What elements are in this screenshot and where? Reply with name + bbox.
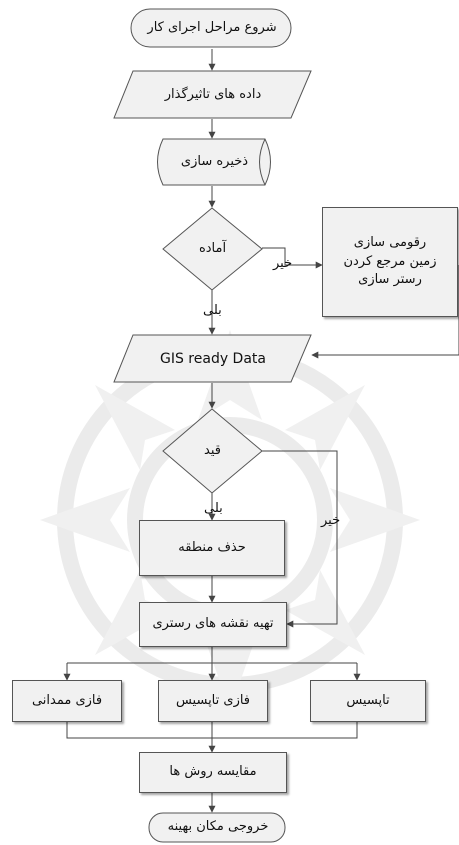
constraint-diamond-shape	[162, 408, 263, 494]
output-terminator-shape	[148, 812, 286, 843]
input-data-shape	[113, 70, 312, 119]
input-data-label: داده های تاثیرگذار	[164, 86, 262, 102]
input-data-node: داده های تاثیرگذار	[113, 70, 313, 120]
raster-maps-node: تهیه نقشه های رستری	[139, 602, 287, 647]
gis-ready-label: GIS ready Data	[159, 350, 266, 367]
raster-maps-label: تهیه نقشه های رستری	[152, 616, 274, 632]
remove-area-label: حذف منطقه	[178, 539, 246, 555]
start-node: شروع مراحل اجرای کار	[130, 8, 294, 49]
method-topsis-node: تاپسیس	[310, 680, 426, 722]
ready-diamond-shape	[162, 207, 263, 291]
method-topsis-label: تاپسیس	[346, 692, 390, 708]
constraint-label: قید	[204, 442, 221, 458]
storage-shape	[157, 138, 271, 186]
compare-node: مقایسه روش ها	[139, 752, 287, 793]
output-node: خروجی مکان بهینه	[148, 812, 288, 843]
arrow-prepare-loop-to-gis	[311, 265, 459, 359]
ready-yes-label: بلی	[203, 303, 222, 318]
start-label: شروع مراحل اجرای کار	[147, 20, 277, 36]
storage-label: ذخیره سازی	[180, 153, 249, 169]
arrow-ready-no-to-prepare	[262, 247, 323, 269]
constraint-decision-node: قید	[162, 408, 263, 494]
constraint-no-label: خیر	[321, 513, 341, 528]
method-fuzzy-dempster-label: فازی ممدانی	[31, 692, 103, 708]
constraint-yes-label: بلی	[204, 501, 223, 516]
compare-label: مقایسه روش ها	[169, 764, 257, 780]
arrow-constraint-no-to-raster	[262, 450, 338, 628]
method-fuzzy-dempster-node: فازی ممدانی	[12, 680, 122, 722]
gis-ready-node: GIS ready Data	[113, 334, 313, 384]
start-terminator-shape	[130, 8, 292, 48]
gis-ready-shape	[113, 334, 312, 383]
ready-label: آماده	[198, 240, 227, 256]
output-label: خروجی مکان بهینه	[167, 819, 269, 835]
method-fuzzy-topsis-label: فازی تاپسیس	[175, 692, 251, 708]
ready-decision-node: آماده	[162, 207, 263, 291]
remove-area-node: حذف منطقه	[139, 520, 285, 576]
ready-no-label: خیر	[273, 256, 293, 271]
prepare-process-node: رقومی سازی زمین مرجع کردن رستر سازی	[322, 207, 458, 317]
prepare-label: رقومی سازی زمین مرجع کردن رستر سازی	[343, 234, 437, 288]
method-fuzzy-topsis-node: فازی تاپسیس	[158, 680, 268, 722]
storage-node: ذخیره سازی	[151, 138, 278, 186]
